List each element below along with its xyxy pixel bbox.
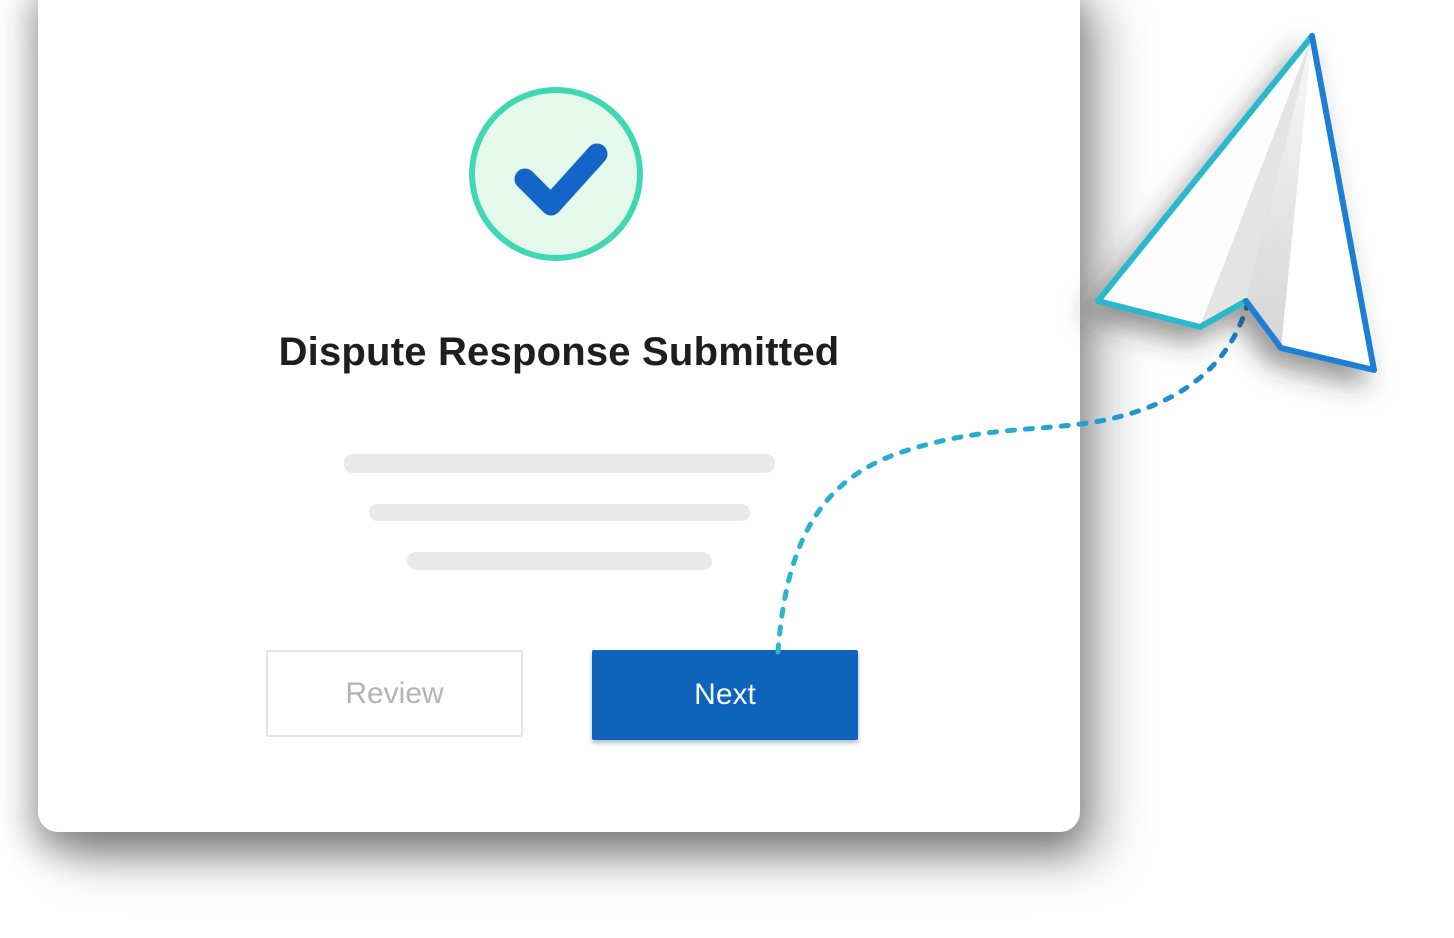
placeholder-line	[406, 552, 712, 570]
placeholder-line	[343, 454, 775, 473]
paper-plane	[1095, 33, 1377, 373]
next-button[interactable]: Next	[592, 650, 858, 740]
plane-teal-edge	[1095, 33, 1315, 330]
review-button-label: Review	[345, 676, 444, 710]
checkmark-icon	[514, 143, 608, 216]
check-circle-icon	[469, 87, 643, 261]
next-button-label: Next	[694, 678, 756, 711]
review-button[interactable]: Review	[266, 650, 523, 737]
success-modal: Dispute Response Submitted Review Next	[38, 0, 1080, 832]
plane-blue-edge	[1243, 33, 1377, 373]
modal-title: Dispute Response Submitted	[278, 330, 840, 374]
placeholder-text-lines	[38, 454, 1080, 570]
placeholder-line	[368, 504, 750, 521]
